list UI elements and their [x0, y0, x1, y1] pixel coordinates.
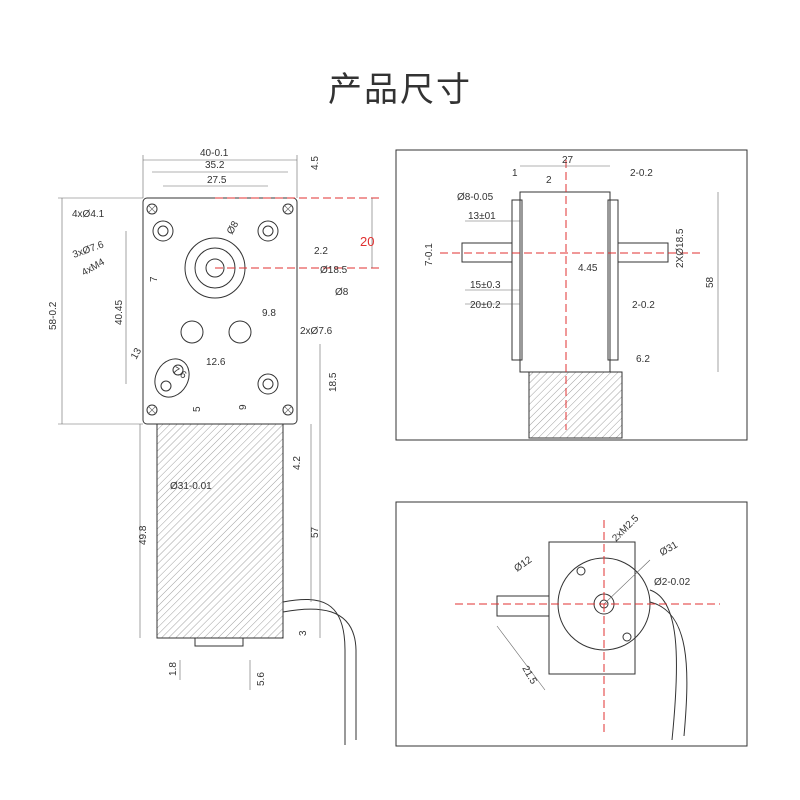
corner-screw-top-left — [146, 203, 158, 215]
end-shaft — [496, 595, 550, 617]
dim-d31: Ø31-0.01 — [170, 481, 212, 492]
end-cable — [649, 589, 678, 741]
dim-4-2: 4.2 — [292, 456, 303, 470]
side-dim-2-02-bottom: 2-0.2 — [632, 300, 655, 311]
side-view-frame — [395, 149, 748, 441]
side-dim-d8: Ø8-0.05 — [457, 192, 494, 203]
end-view-dimensions: 2xM2.5 Ø12 Ø31 Ø2-0.02 21.5 — [512, 513, 690, 687]
screw-hole-2 — [622, 632, 632, 642]
motor-side-body — [528, 371, 623, 439]
side-dim-15: 15±0.3 — [470, 280, 501, 291]
output-shaft — [205, 258, 225, 278]
side-view-dimensions: 27 1 2 2-0.2 Ø8-0.05 13±01 7-0.1 4.45 2X… — [424, 155, 716, 365]
dim-5-6: 5.6 — [256, 672, 267, 686]
dim-3: 3 — [298, 630, 309, 636]
front-view — [58, 155, 382, 745]
dim-7: 7 — [149, 276, 160, 282]
dim-9-8: 9.8 — [262, 308, 276, 319]
dim-d8-top: Ø8 — [225, 219, 241, 236]
gearbox-side-right-flange — [607, 199, 619, 361]
red-dim-20: 20 — [360, 234, 374, 249]
dim-18-5: 18.5 — [328, 372, 339, 392]
dim-40-45: 40.45 — [114, 300, 125, 325]
dim-13: 13 — [129, 346, 144, 362]
page-title: 产品尺寸 — [328, 70, 472, 110]
motor-cable — [282, 599, 346, 745]
end-dim-d31: Ø31 — [658, 539, 680, 558]
dim-57: 57 — [310, 526, 321, 538]
side-dim-13: 13±01 — [468, 211, 496, 222]
center-hole-right — [228, 320, 252, 344]
side-dim-6-2: 6.2 — [636, 354, 650, 365]
dim-d8-bottom: Ø8 — [335, 287, 349, 298]
side-dim-58: 58 — [705, 276, 716, 288]
end-view — [395, 501, 748, 747]
side-view — [395, 149, 748, 441]
dim-d18-5: Ø18.5 — [320, 265, 348, 276]
dim-width-35: 35.2 — [205, 160, 225, 171]
front-view-dimensions: 40-0.1 35.2 27.5 4.5 4xØ4.1 3xØ7.6 4xM4 … — [48, 148, 374, 686]
side-dim-7-01: 7-0.1 — [424, 243, 435, 266]
dim-5: 5 — [192, 406, 203, 412]
screw-hole-1 — [576, 566, 586, 576]
end-dim-2xm2-5: 2xM2.5 — [610, 513, 641, 544]
dim-holes-4x41: 4xØ4.1 — [72, 209, 105, 220]
end-dim-21-5: 21.5 — [519, 664, 538, 687]
mount-hole-2 — [257, 220, 279, 242]
corner-screw-bottom-left — [146, 404, 158, 416]
end-view-frame — [395, 501, 748, 747]
side-dim-2: 2 — [546, 175, 552, 186]
motor-cable-2 — [282, 608, 357, 740]
corner-screw-bottom-right — [282, 404, 294, 416]
dim-1-8: 1.8 — [168, 662, 179, 676]
mount-hole-1 — [152, 220, 174, 242]
dim-12-6: 12.6 — [206, 357, 226, 368]
side-dim-1: 1 — [512, 168, 518, 179]
side-dim-2-02-top: 2-0.2 — [630, 168, 653, 179]
gearbox-side-left-flange — [511, 199, 523, 361]
dim-height-58: 58-0.2 — [48, 301, 59, 330]
dim-9: 9 — [238, 404, 249, 410]
gearbox-side-body — [519, 191, 611, 373]
side-dim-2x18-5: 2XØ18.5 — [675, 228, 686, 268]
motor-body — [156, 423, 284, 639]
side-dim-4-45: 4.45 — [578, 263, 598, 274]
dim-4xm4: 4xM4 — [80, 257, 107, 279]
mount-hole-3 — [257, 373, 279, 395]
mount-hole-slot — [154, 358, 190, 398]
dim-4-5: 4.5 — [310, 156, 321, 170]
dim-width-40: 40-0.1 — [200, 148, 229, 159]
dim-width-27: 27.5 — [207, 175, 227, 186]
end-dim-d12: Ø12 — [512, 554, 534, 574]
dim-holes-2x76: 2xØ7.6 — [300, 326, 333, 337]
dim-49-8: 49.8 — [138, 525, 149, 545]
side-dim-20: 20±0.2 — [470, 300, 501, 311]
end-cable-2 — [649, 601, 688, 737]
motor-end-cap — [194, 637, 244, 647]
end-dim-d2: Ø2-0.02 — [654, 577, 691, 588]
center-hole-left — [180, 320, 204, 344]
side-dim-27: 27 — [562, 155, 574, 166]
corner-screw-top-right — [282, 203, 294, 215]
dim-2-2: 2.2 — [314, 246, 328, 257]
